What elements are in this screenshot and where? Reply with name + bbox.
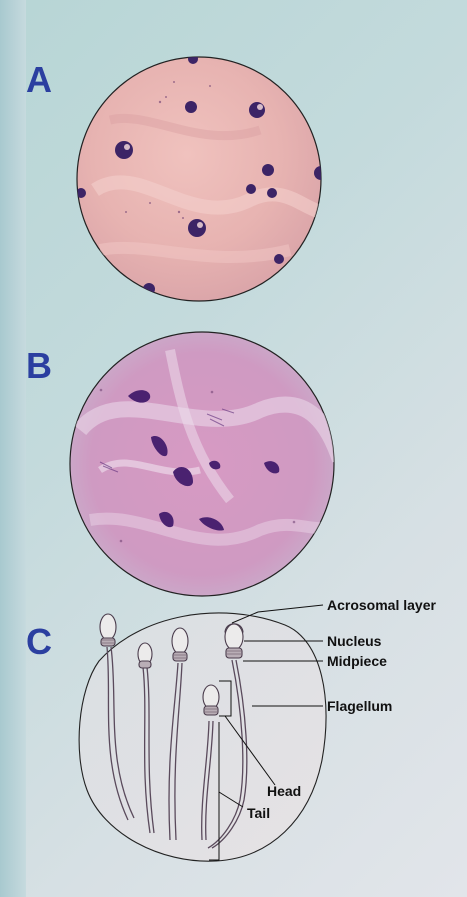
flagellum-label: Flagellum [327,698,392,714]
labeled-sperm [225,624,243,658]
panel-a-micrograph [76,54,330,301]
head-label: Head [267,783,301,799]
acrosomal-layer-label: Acrosomal layer [327,597,436,613]
panel-c-sperm-drawing: Acrosomal layer Nucleus Midpiece Flagell… [79,597,436,861]
panel-b-micrograph [70,332,340,596]
tail-label: Tail [247,805,270,821]
nucleus-label: Nucleus [327,633,382,649]
midpiece-label: Midpiece [327,653,387,669]
